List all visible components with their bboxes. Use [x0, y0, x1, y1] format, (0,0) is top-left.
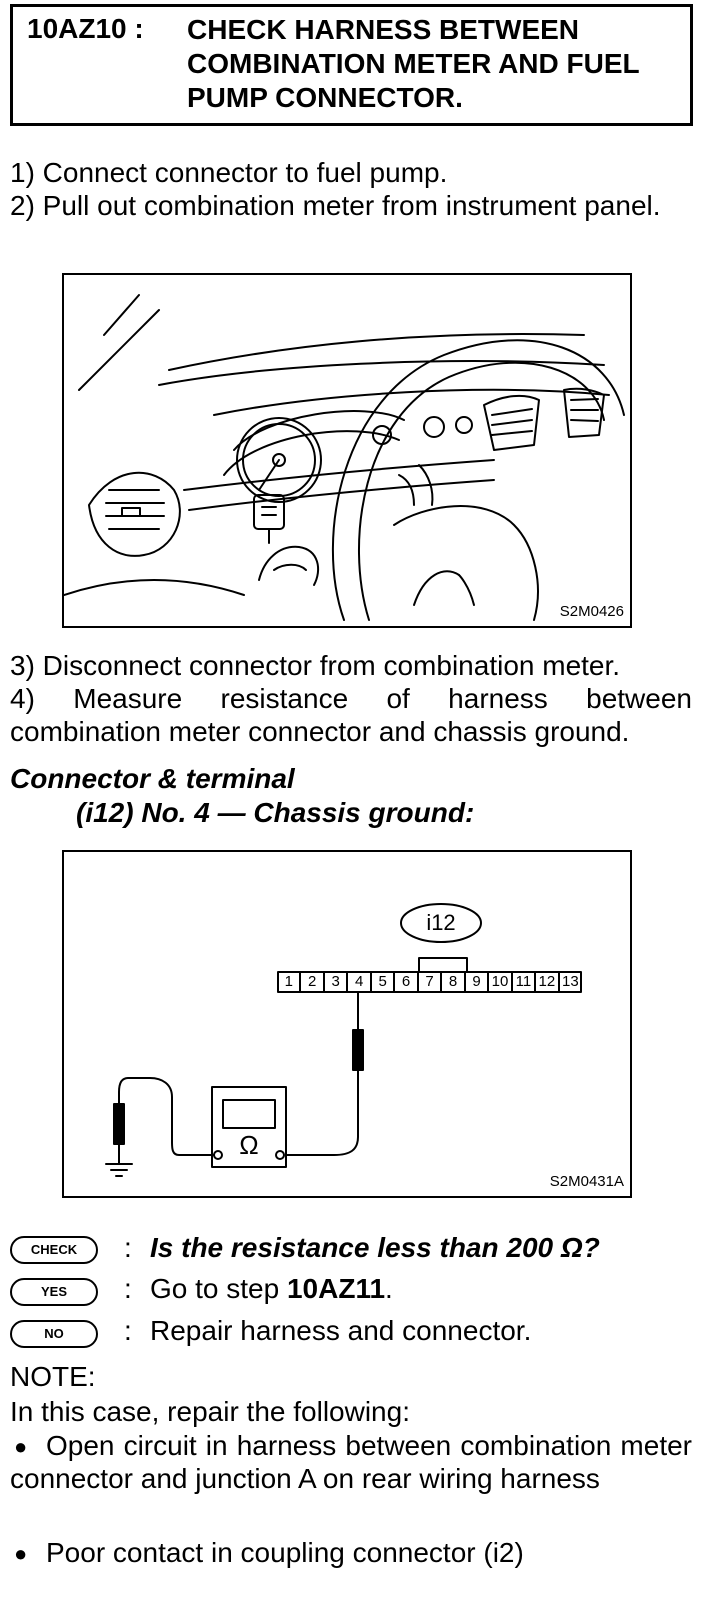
step-header: 10AZ10 : CHECK HARNESS BETWEEN COMBINATI… [10, 4, 693, 126]
instruction-1: 1) Connect connector to fuel pump. [10, 157, 448, 188]
dashboard-figure-label: S2M0426 [559, 603, 624, 620]
terminal-13: 13 [557, 972, 581, 992]
terminal-9: 9 [463, 972, 487, 992]
note-item-2: Poor contact in coupling connector (i2) [46, 1537, 524, 1568]
yes-step-ref: 10AZ11 [286, 1273, 386, 1304]
yes-colon: : [124, 1273, 132, 1304]
note-label: NOTE: [10, 1361, 96, 1392]
terminal-11: 11 [510, 972, 534, 992]
terminal-12: 12 [534, 972, 557, 992]
no-action: Repair harness and connector. [150, 1315, 532, 1346]
note-item-1: Open circuit in harness between combinat… [10, 1430, 692, 1494]
connector-id: i12 [426, 910, 456, 935]
no-badge: NO [10, 1320, 98, 1348]
terminal-10: 10 [487, 972, 510, 992]
yes-prefix: Go to step [150, 1273, 287, 1304]
note-intro: In this case, repair the following: [10, 1396, 410, 1427]
terminal-8: 8 [440, 972, 463, 992]
check-question: Is the resistance less than 200 Ω? [150, 1232, 600, 1263]
dashboard-figure: S2M0426 [62, 273, 632, 628]
connector-figure-label: S2M0431A [549, 1173, 624, 1190]
instruction-3: 3) Disconnect connector from combination… [10, 650, 621, 681]
no-colon: : [124, 1315, 132, 1346]
terminal-6: 6 [393, 972, 416, 992]
step-code: 10AZ10 : [27, 13, 144, 44]
terminal-2: 2 [299, 972, 322, 992]
yes-suffix: . [385, 1273, 393, 1304]
condition-detail: (i12) No. 4 — Chassis ground: [76, 797, 475, 828]
yes-badge: YES [10, 1278, 98, 1306]
terminal-3: 3 [322, 972, 346, 992]
note-bullet-2: ● [14, 1541, 28, 1566]
condition-heading: Connector & terminal [10, 763, 295, 794]
check-badge: CHECK [10, 1236, 98, 1264]
yes-action: Go to step 10AZ11. [150, 1273, 393, 1305]
terminal-5: 5 [369, 972, 393, 992]
note-bullet-1: ● [14, 1434, 28, 1459]
check-colon: : [124, 1232, 132, 1263]
terminal-1: 1 [284, 973, 293, 990]
instruction-2: 2) Pull out combination meter from instr… [10, 190, 661, 221]
connector-diagram [105, 903, 582, 1177]
instruction-4: 4) Measure resistance of harness between… [10, 683, 692, 747]
terminal-4: 4 [346, 972, 369, 992]
dashboard-illustration [64, 294, 625, 621]
step-title: CHECK HARNESS BETWEEN COMBINATION METER … [187, 14, 640, 113]
ohm-symbol: Ω [239, 1130, 259, 1160]
terminal-7: 7 [416, 972, 440, 992]
